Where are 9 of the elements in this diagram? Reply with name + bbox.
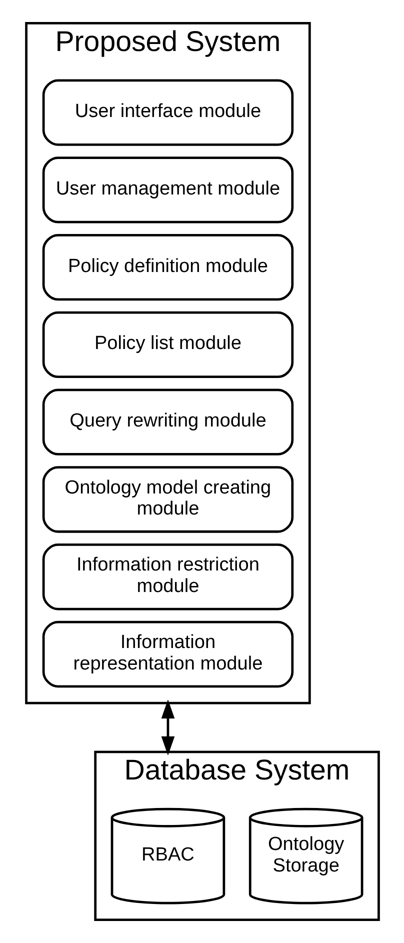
node-box: Query rewriting module <box>42 388 294 456</box>
node-box: User interface module <box>42 79 294 146</box>
node-box: Ontology model creating module <box>42 466 294 533</box>
node-box: Policy definition module <box>42 234 294 301</box>
arrow <box>160 699 174 756</box>
node-box: User management module <box>42 156 294 224</box>
node-box: Information representation module <box>42 620 294 688</box>
node-box: Information restriction module <box>42 544 294 610</box>
node-box: Policy list module <box>42 311 294 378</box>
